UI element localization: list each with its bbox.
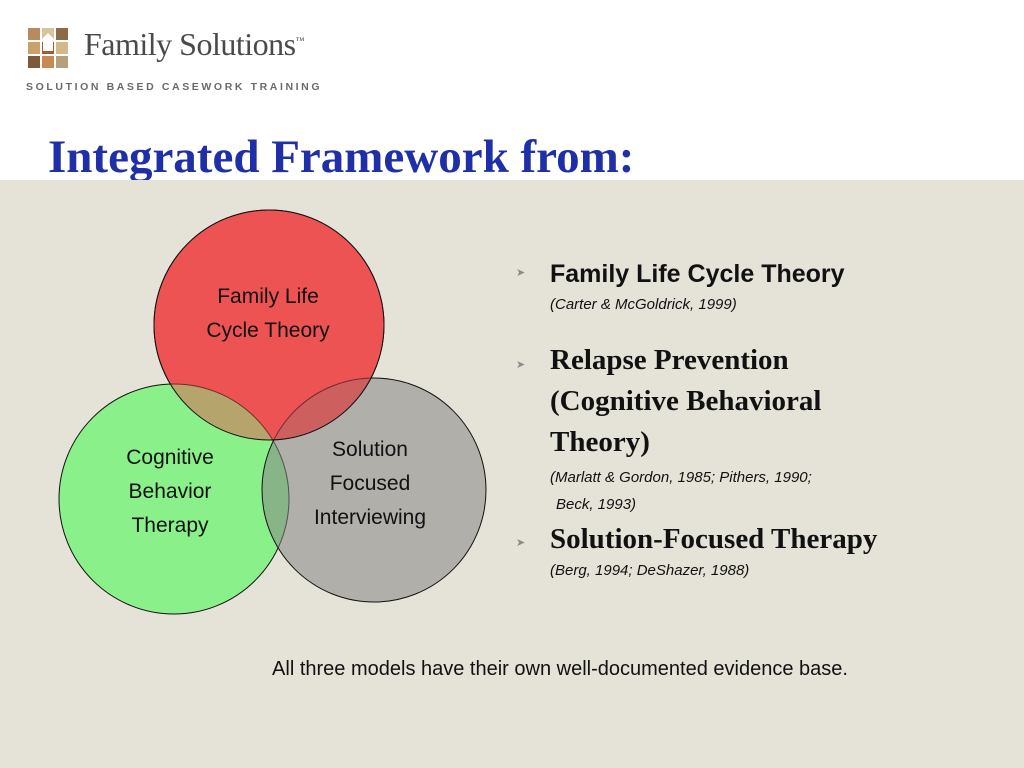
bullet-citation: (Carter & McGoldrick, 1999) [550, 296, 737, 313]
arrow-bullet-icon: ➤ [516, 537, 526, 549]
bullet-heading-line: Relapse Prevention [550, 344, 789, 376]
venn-label-solution-focused: Solution Focused Interviewing [280, 433, 460, 535]
arrow-bullet-icon: ➤ [516, 359, 526, 371]
bullet-family-life-cycle: ➤ Family Life Cycle Theory (Carter & McG… [516, 256, 986, 317]
venn-label-line: Cycle Theory [206, 319, 330, 342]
bullet-heading: Family Life Cycle Theory [550, 260, 845, 288]
bullet-citation-line: Beck, 1993) [556, 496, 637, 513]
bullet-heading-line: (Cognitive Behavioral [550, 385, 822, 417]
venn-label-cognitive-behavior: Cognitive Behavior Therapy [80, 441, 260, 543]
bullet-heading-line: Theory) [550, 426, 650, 458]
circle-solution-focused [261, 377, 487, 603]
venn-label-line: Solution [332, 438, 408, 461]
venn-label-line: Focused [329, 472, 411, 495]
slide-title: Integrated Framework from: [48, 131, 635, 183]
venn-label-line: Interviewing [313, 506, 427, 529]
bullet-heading: Solution-Focused Therapy [550, 523, 878, 555]
circle-family-life-cycle-overlay [153, 209, 385, 441]
evidence-footnote: All three models have their own well-doc… [272, 658, 848, 680]
venn-label-line: Cognitive [126, 446, 214, 469]
bullet-citation: (Berg, 1994; DeShazer, 1988) [550, 562, 750, 579]
bullet-solution-focused-therapy: ➤ Solution-Focused Therapy (Berg, 1994; … [516, 520, 986, 583]
family-solutions-logo: Family Solutions™ SOLUTION BASED CASEWOR… [26, 24, 326, 96]
logo-wordmark: Family Solutions™ [84, 26, 304, 62]
logo-house-icon [28, 28, 68, 68]
logo-tagline: SOLUTION BASED CASEWORK TRAINING [26, 81, 323, 93]
venn-label-line: Therapy [131, 514, 209, 537]
venn-label-line: Family Life [217, 285, 319, 308]
arrow-bullet-icon: ➤ [516, 267, 526, 279]
venn-label-family-life-cycle: Family Life Cycle Theory [178, 280, 358, 348]
bullet-citation-line: (Marlatt & Gordon, 1985; Pithers, 1990; [550, 469, 812, 486]
bullet-relapse-prevention: ➤ Relapse Prevention (Cognitive Behavior… [516, 340, 986, 517]
venn-label-line: Behavior [128, 480, 212, 503]
